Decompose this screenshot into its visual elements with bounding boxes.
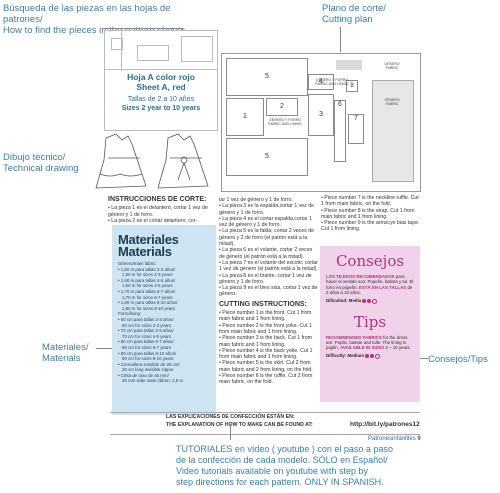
instructions-col2: tar 1 vez de género y 1 de forro. • La p…: [219, 197, 318, 386]
plan-piece-4: 4: [308, 74, 334, 90]
materials-title-en: Materials: [118, 244, 172, 259]
difficulty-dots: [365, 353, 381, 359]
leader-line: [340, 27, 341, 52]
plan-piece-6: 6: [334, 100, 346, 162]
leader-line: [102, 28, 182, 29]
instructions-es-col1: INSTRUCCIONES DE CORTE: • La pieza 1 es …: [108, 196, 216, 224]
plan-fabric-band-right: [372, 80, 414, 182]
tips-text-es: LOS TEJIDOS RECOMENDADOS para hacer el v…: [326, 274, 414, 295]
callout-materials: Materiales/ Materials: [42, 342, 89, 364]
leader-line: [96, 348, 112, 349]
sheet-info-box: Hoja A color rojo Sheet A, red Tallas de…: [104, 30, 218, 131]
explanation-band: LAS EXPLICACIONES DE CONFECCIÓN ESTÁN EN…: [110, 412, 420, 435]
difficulty-es: Dificultad: Media: [326, 298, 414, 304]
explanation-en: THE EXPLANATION OF HOW TO MAKE CAN BE FO…: [166, 422, 313, 428]
instructions-heading-es: INSTRUCCIONES DE CORTE:: [108, 196, 207, 203]
plan-piece-5-top: 5: [226, 58, 308, 96]
plan-piece-1: 1: [226, 98, 264, 136]
leader-line: [230, 424, 231, 440]
brand-name: Patronesinfantiles: [368, 436, 416, 442]
callout-video-tutorials: TUTORIALES en vídeo ( youtube ) con el p…: [176, 444, 393, 487]
tips-text-en: RECOMMENDED FABRICS for the dress are: P…: [326, 334, 411, 351]
page-footer: Patronesinfantiles 9: [368, 436, 421, 442]
instructions-heading-en: CUTTING INSTRUCTIONS:: [219, 300, 307, 308]
plan-fabric-band-top: [336, 60, 362, 70]
callout-find-pieces: Búsqueda de las piezas en las hojas de p…: [3, 3, 186, 36]
difficulty-en: Difficulty: Medium: [326, 353, 414, 359]
callout-technical-drawing: Dibujo técnico/ Technical drawing: [3, 152, 79, 174]
materials-title-es: Materiales: [118, 232, 179, 247]
leader-line: [420, 358, 428, 359]
tips-title-en: Tips: [353, 312, 387, 331]
plan-piece-2: 2: [266, 98, 298, 116]
technical-drawing: [95, 133, 209, 189]
tips-title-es: Consejos: [335, 252, 405, 270]
plan-piece-7: 7: [348, 114, 364, 144]
materials-box: Materiales Materials Género/main fabric:…: [112, 225, 216, 415]
callout-cutting-plan: Plano de corte/ Cutting plan: [322, 3, 386, 25]
sheet-title-en: Sheet A, red: [136, 82, 186, 92]
instructions-col3: • Piece number 7 is the neckline ruffle.…: [321, 195, 420, 233]
sheet-title-es: Hoja A color rojo: [127, 72, 195, 82]
page-number: 9: [417, 436, 421, 442]
plan-piece-5-bottom: 5: [226, 138, 308, 176]
tips-box: Consejos LOS TEJIDOS RECOMENDADOS para h…: [320, 246, 420, 402]
sheet-sizes-en: Sizes 2 year to 10 years: [121, 105, 201, 112]
difficulty-dots: [362, 298, 378, 304]
callout-tips: Consejos/Tips: [428, 354, 488, 365]
plan-piece-3: 3: [308, 94, 334, 136]
plan-piece-8: 8: [346, 80, 358, 92]
video-url[interactable]: http://bit.ly/patrones12: [350, 421, 420, 428]
materials-list: Género/main fabric: • 1,50 m para tallas…: [118, 261, 184, 384]
explanation-es: LAS EXPLICACIONES DE CONFECCIÓN ESTÁN EN…: [166, 414, 295, 420]
sheet-sizes-es: Tallas de 2 a 10 años: [127, 96, 195, 103]
